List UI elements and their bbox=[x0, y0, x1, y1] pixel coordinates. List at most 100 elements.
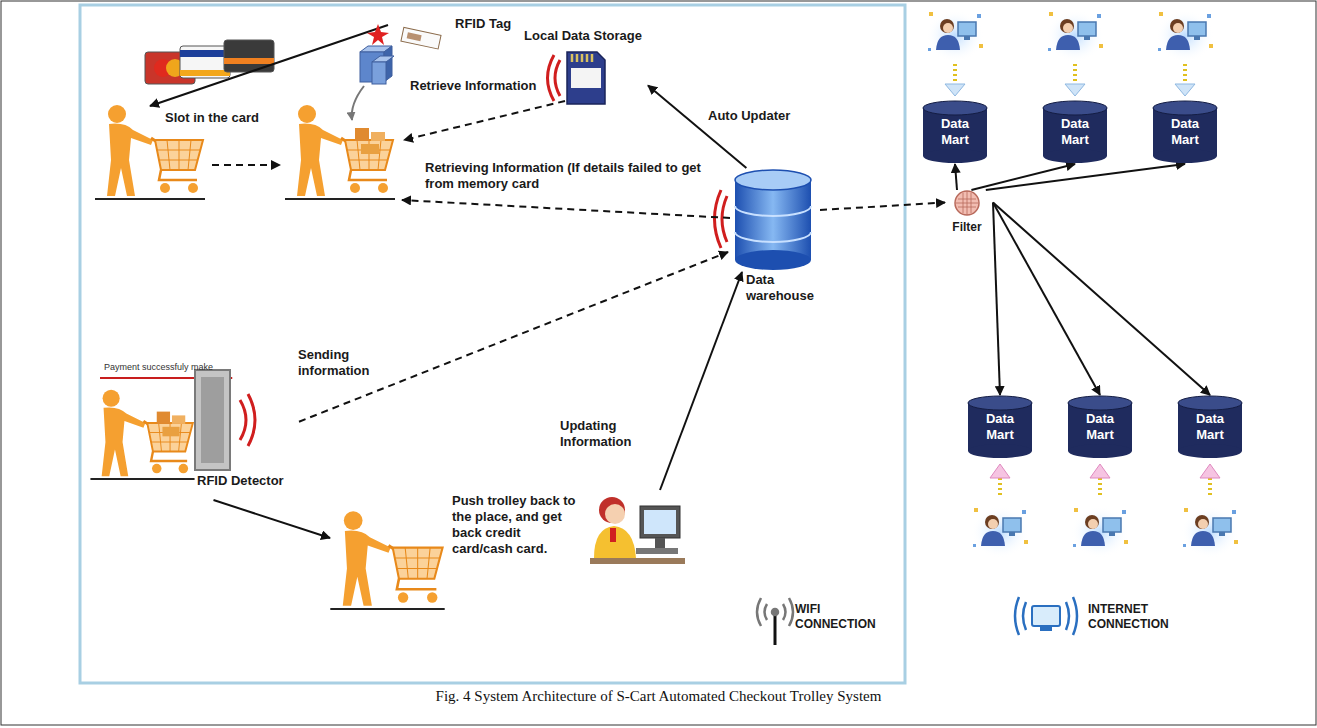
data-mart-cylinder bbox=[1178, 396, 1242, 410]
wifi-icon bbox=[772, 609, 778, 615]
wireless-signal bbox=[240, 55, 727, 446]
user-flow-arrows bbox=[998, 478, 1002, 498]
data-mart-cylinder bbox=[1043, 101, 1107, 115]
administrator bbox=[605, 504, 625, 524]
administrator bbox=[610, 528, 616, 542]
node-text: Filter bbox=[945, 220, 989, 235]
returning-shopper bbox=[330, 511, 444, 609]
administrator bbox=[655, 538, 665, 548]
data-mart-cylinder bbox=[1068, 444, 1132, 458]
flow-label: Retrieving Information (If details faile… bbox=[425, 160, 705, 192]
node-text: Push trolley back to the place, and get … bbox=[452, 493, 577, 557]
wifi-icon bbox=[757, 598, 793, 645]
user-flow-arrows bbox=[990, 464, 1010, 478]
data-mart-cylinder bbox=[968, 396, 1032, 410]
user-icons bbox=[1156, 10, 1214, 62]
credit-cards bbox=[145, 40, 274, 84]
edge-label: Auto Updater bbox=[708, 108, 798, 124]
wifi-icon bbox=[774, 612, 777, 645]
database-cylinder bbox=[728, 168, 818, 272]
connector bbox=[993, 203, 1000, 396]
internet-icon bbox=[1015, 597, 1077, 635]
database-cylinder bbox=[735, 180, 811, 260]
rfid-tagged-goods bbox=[401, 27, 441, 49]
rfid-tagged-goods bbox=[360, 24, 441, 84]
connector bbox=[214, 500, 331, 538]
storage-node: Local Data Storage bbox=[520, 28, 648, 110]
data-mart-cylinder bbox=[1043, 149, 1107, 163]
administrator bbox=[636, 548, 678, 554]
user-flow-arrows bbox=[1073, 64, 1077, 84]
user-flow-arrows bbox=[945, 84, 965, 96]
data-mart-cylinder bbox=[923, 101, 987, 115]
node-label: Data Mart bbox=[978, 411, 1022, 443]
administrator bbox=[590, 558, 685, 564]
retrieve-fallback-arrow bbox=[402, 200, 730, 218]
administrator bbox=[594, 526, 636, 558]
user-flow-arrows bbox=[1183, 64, 1187, 84]
flow-label: Retrieve Information bbox=[410, 78, 542, 94]
data-mart-cylinder bbox=[1153, 149, 1217, 163]
data-mart: Data Mart bbox=[1150, 100, 1220, 164]
node-text: Data warehouse bbox=[746, 272, 818, 304]
filter-symbol bbox=[955, 191, 979, 215]
filter-symbol bbox=[956, 191, 978, 215]
internet-icon bbox=[1040, 626, 1052, 631]
data-mart-cylinder bbox=[1178, 444, 1242, 458]
rfid-tagged-goods bbox=[407, 32, 422, 41]
administrator bbox=[599, 497, 625, 523]
user-flow-arrows bbox=[1175, 84, 1195, 96]
user-flow-arrows bbox=[1208, 478, 1212, 498]
node-text: Local Data Storage bbox=[520, 28, 646, 44]
database-cylinder bbox=[735, 250, 811, 270]
shopper-with-items bbox=[285, 105, 395, 199]
credit-cards bbox=[224, 58, 274, 64]
memory-card bbox=[567, 52, 605, 104]
data-mart-cylinder bbox=[968, 444, 1032, 458]
connection-label: INTERNET CONNECTION bbox=[1088, 602, 1198, 632]
wireless-signal bbox=[555, 60, 560, 96]
data-mart: Data Mart bbox=[965, 395, 1035, 459]
data-mart-cylinder bbox=[923, 149, 987, 163]
rfid-tagged-goods bbox=[372, 56, 394, 62]
node-label: Data Mart bbox=[1188, 411, 1232, 443]
rfid-gate bbox=[185, 365, 245, 473]
user-icons bbox=[1071, 506, 1129, 558]
connection-label: WIFI CONNECTION bbox=[795, 602, 890, 632]
data-mart: Data Mart bbox=[1175, 395, 1245, 459]
data-mart-cylinder bbox=[1068, 396, 1132, 410]
memory-card bbox=[572, 54, 592, 62]
rfid-tagged-goods bbox=[367, 24, 389, 45]
rfid-gate bbox=[201, 377, 224, 463]
filter-symbol bbox=[945, 190, 993, 218]
user-flow-arrows bbox=[1200, 464, 1220, 478]
credit-cards bbox=[180, 70, 230, 76]
rfid-gate bbox=[195, 370, 230, 470]
flow-arrow bbox=[212, 164, 280, 166]
memory-card bbox=[571, 68, 601, 88]
wireless-signal bbox=[248, 394, 255, 446]
retrieve-curve-arrow bbox=[352, 86, 364, 120]
connector bbox=[993, 203, 1210, 396]
node-label: Data Mart bbox=[1053, 116, 1097, 148]
user-icons bbox=[926, 10, 1239, 558]
connector bbox=[955, 164, 957, 190]
administrator bbox=[644, 510, 676, 534]
administrator bbox=[590, 497, 685, 564]
credit-cards bbox=[180, 46, 230, 78]
figure-caption: Fig. 4 System Architecture of S-Cart Aut… bbox=[0, 688, 1317, 704]
wifi-icon bbox=[765, 604, 768, 620]
internet-icon bbox=[1032, 606, 1060, 626]
filter-node: Filter bbox=[945, 190, 993, 240]
edge-label: Sending information bbox=[298, 347, 380, 379]
data-mart: Data Mart bbox=[920, 100, 990, 164]
return-step: Push trolley back to the place, and get … bbox=[330, 488, 580, 613]
payment-note: Payment successfuly make bbox=[104, 362, 234, 373]
wireless-signal bbox=[715, 190, 722, 248]
node-text: RFID Detector bbox=[197, 473, 297, 489]
user-icons bbox=[1181, 506, 1239, 558]
connector bbox=[993, 203, 1100, 396]
